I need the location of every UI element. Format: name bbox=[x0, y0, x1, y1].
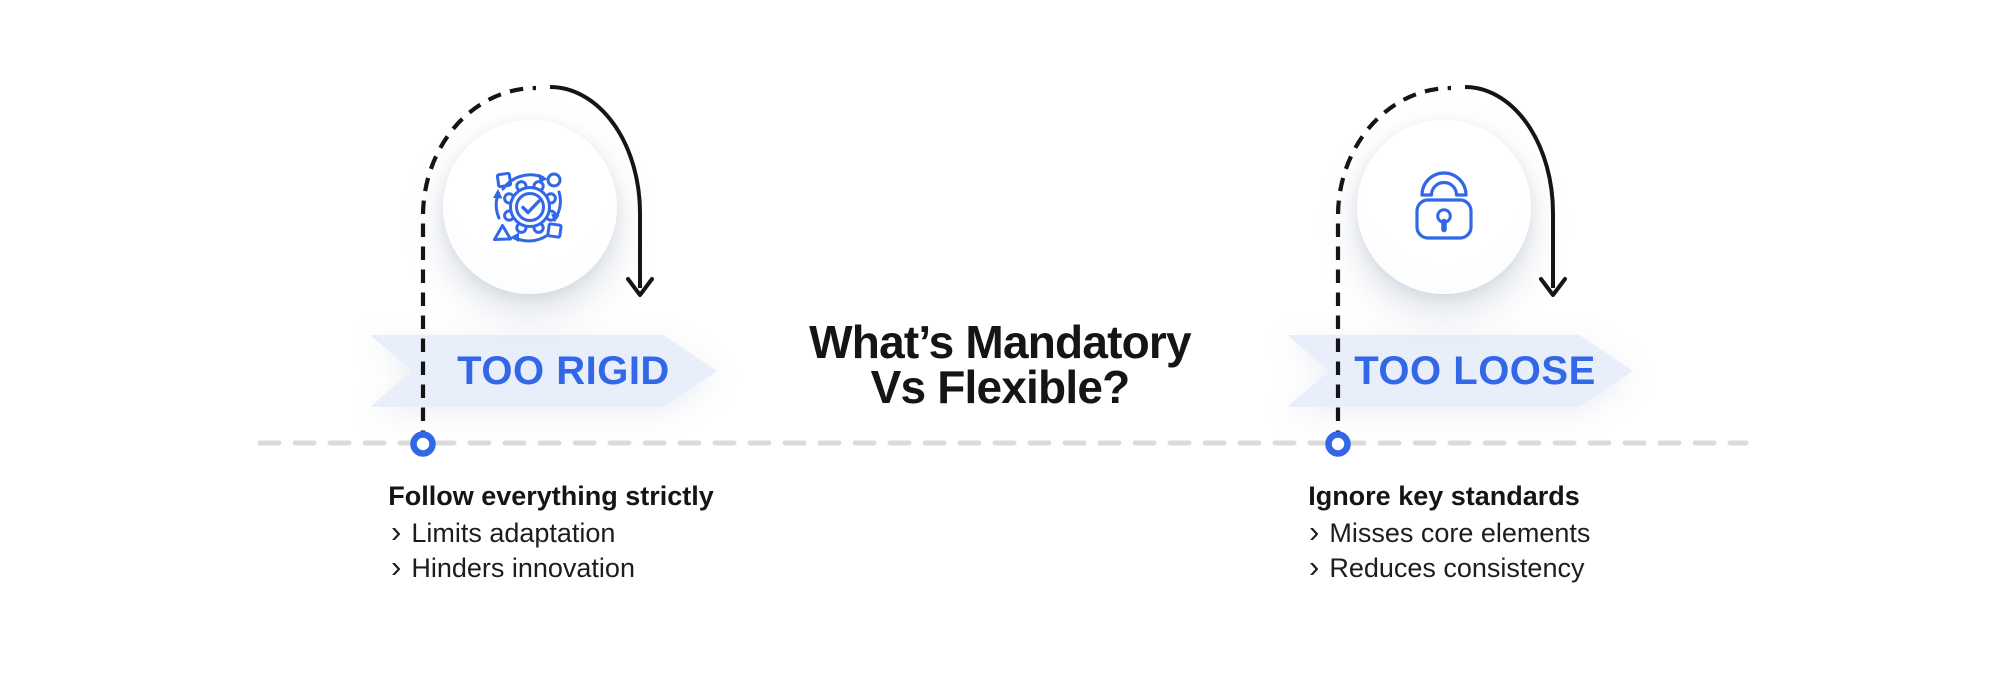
too-rigid-label: TOO RIGID bbox=[457, 348, 670, 393]
loose-bullet-item-1: › Misses core elements bbox=[1309, 516, 1590, 551]
too-loose-label: TOO LOOSE bbox=[1354, 348, 1596, 393]
loose-caption: Ignore key standards bbox=[1308, 481, 1580, 511]
right-timeline-node-ring bbox=[1325, 431, 1351, 457]
title-line-2: Vs Flexible? bbox=[870, 361, 1131, 413]
too-loose-banner: TOO LOOSE bbox=[1287, 335, 1633, 407]
left-timeline-node-ring bbox=[410, 431, 436, 457]
rigid-caption: Follow everything strictly bbox=[388, 481, 714, 511]
loose-bullet-text-1: Misses core elements bbox=[1329, 518, 1591, 548]
too-loose-banner-shape: TOO LOOSE bbox=[1287, 335, 1633, 407]
process-gear-check-icon bbox=[493, 171, 563, 243]
loose-bullet-list: › Misses core elements › Reduces consist… bbox=[1309, 516, 1590, 586]
chevron-bullet-icon: › bbox=[391, 549, 402, 584]
left-arrowhead-icon bbox=[626, 277, 654, 297]
too-rigid-banner-shape: TOO RIGID bbox=[370, 335, 717, 407]
loose-bullet-text-2: Reduces consistency bbox=[1329, 553, 1585, 583]
rigid-bullet-list: › Limits adaptation › Hinders innovation bbox=[391, 516, 635, 586]
open-padlock-icon bbox=[1415, 171, 1473, 240]
main-title: What’s Mandatory Vs Flexible? bbox=[809, 316, 1191, 413]
right-arrowhead-icon bbox=[1539, 277, 1567, 297]
rigid-bullet-text-1: Limits adaptation bbox=[411, 518, 616, 548]
chevron-bullet-icon: › bbox=[391, 514, 402, 549]
rigid-bullet-item-2: › Hinders innovation bbox=[391, 551, 635, 586]
rigid-bullet-item-1: › Limits adaptation bbox=[391, 516, 635, 551]
chevron-bullet-icon: › bbox=[1309, 514, 1320, 549]
too-rigid-banner: TOO RIGID bbox=[370, 335, 717, 407]
loose-bullet-item-2: › Reduces consistency bbox=[1309, 551, 1590, 586]
title-line-1: What’s Mandatory bbox=[809, 316, 1191, 368]
chevron-bullet-icon: › bbox=[1309, 549, 1320, 584]
rigid-icon-badge bbox=[443, 120, 617, 294]
loose-icon-badge bbox=[1357, 120, 1531, 294]
rigid-bullet-text-2: Hinders innovation bbox=[411, 553, 635, 583]
